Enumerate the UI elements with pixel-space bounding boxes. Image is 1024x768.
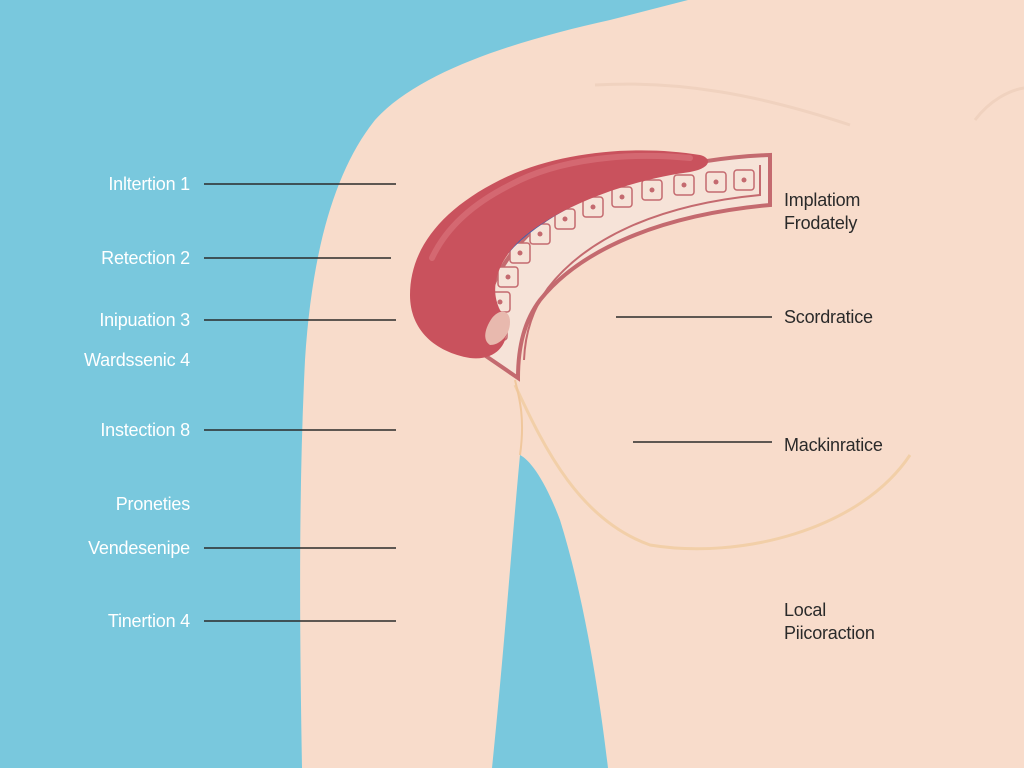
left-label-8: Tinertion 4 <box>107 611 190 631</box>
chest-contour <box>513 384 912 551</box>
left-label-5: Instection 8 <box>100 420 190 440</box>
tendon-cell-dot <box>681 182 687 188</box>
tendon-cell-dot <box>619 194 625 200</box>
tendon-cell-dot <box>517 250 523 256</box>
collar-contour <box>594 82 851 127</box>
tendon-cell-dot <box>590 204 596 210</box>
muscle-highlight <box>429 152 693 261</box>
left-label-1: Inltertion 1 <box>108 174 190 194</box>
left-label-2: Retection 2 <box>101 248 190 268</box>
left-label-4: Wardssenic 4 <box>84 350 190 370</box>
tendon-cell-dot <box>505 274 511 280</box>
leader-lines <box>204 183 772 622</box>
left-label-6: Proneties <box>115 494 190 514</box>
right-label-4-line-1: Local <box>784 600 827 620</box>
left-label-7: Vendesenipe <box>88 538 190 558</box>
left-label-3: Inipuation 3 <box>99 310 190 330</box>
right-label-1-line-2: Frodately <box>784 213 858 233</box>
torso-silhouette <box>300 0 1024 768</box>
tendon-cell-dot <box>537 231 543 237</box>
right-label-4: Local Piicoraction <box>784 599 875 645</box>
right-label-1: Implatiom Frodately <box>784 189 860 235</box>
arm-contour <box>514 379 524 456</box>
tendon-cell-dot <box>741 177 747 183</box>
tendon-cell-dot <box>649 187 655 193</box>
tendon-inner-border <box>523 165 761 361</box>
right-label-3: Mackinratice <box>784 435 883 455</box>
tendon-cell-dot <box>562 216 568 222</box>
right-label-2: Scordratice <box>784 307 873 327</box>
muscle-tip <box>485 311 510 345</box>
tendon-cell-dot <box>713 179 719 185</box>
right-label-4-line-2: Piicoraction <box>784 623 875 643</box>
right-label-1-line-1: Implatiom <box>784 190 861 210</box>
tendon-cell-dot <box>497 299 503 305</box>
neck-contour <box>973 86 1024 121</box>
